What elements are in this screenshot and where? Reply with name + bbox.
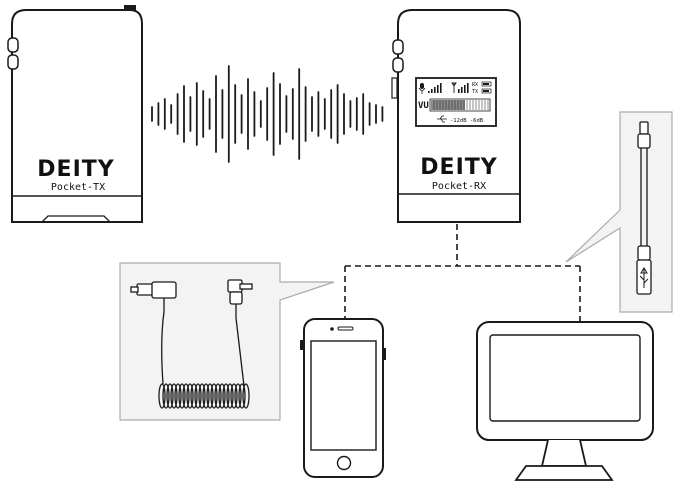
rx-model-label: Pocket-RX (432, 181, 486, 192)
vu-meter (429, 98, 491, 112)
microphone-icon (418, 83, 426, 94)
tx-indicator: TX (472, 89, 478, 95)
rx-brand-label: DEITY (420, 155, 497, 180)
monitor-icon (476, 321, 654, 481)
tx-model-label: Pocket-TX (51, 182, 105, 193)
level-readout: -12dB -6dB (450, 118, 484, 124)
pocket-rx-device: RX TX VU -12dB -6dB DEITY Pocket-RX (391, 9, 521, 223)
signal-strength-icon (458, 83, 469, 93)
signal-wave-icon (151, 65, 384, 163)
battery-icon (481, 81, 492, 94)
vu-label: VU (418, 101, 429, 111)
connection-lines (344, 224, 581, 322)
pocket-tx-device: DEITY Pocket-TX (7, 5, 143, 223)
antenna-icon (451, 82, 457, 93)
coiled-cable-callout (119, 262, 335, 421)
coiled-cable-icon (130, 279, 253, 409)
usb-icon (437, 115, 447, 123)
tx-brand-label: DEITY (37, 157, 114, 182)
rx-indicator: RX (472, 82, 478, 88)
usb-cable-icon (636, 121, 652, 295)
smartphone-icon (300, 318, 386, 478)
usb-cable-callout (565, 111, 673, 313)
rx-lcd-screen: RX TX VU -12dB -6dB (415, 77, 497, 127)
mic-level-icon (428, 83, 442, 93)
